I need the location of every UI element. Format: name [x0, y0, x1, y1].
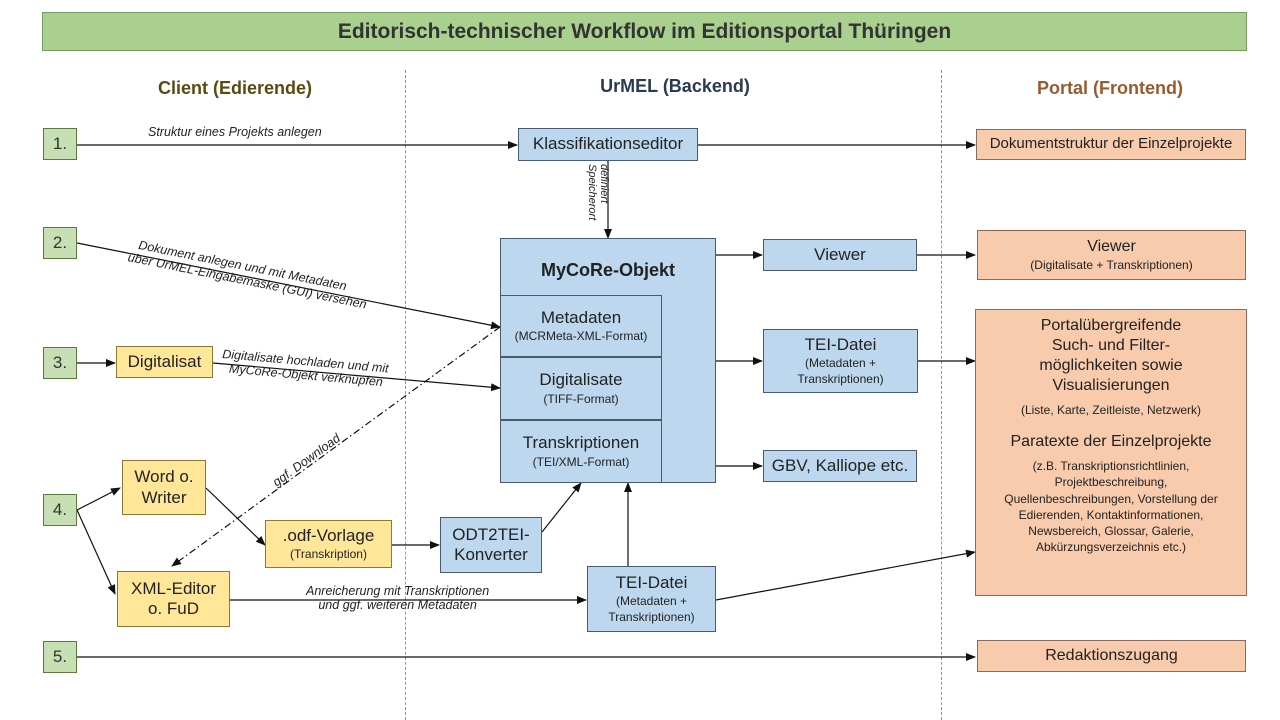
odt2tei-line2: Konverter [454, 545, 528, 564]
label-anreicherung-line1: Anreicherung mit Transkriptionen [306, 584, 490, 598]
tei-datei-sub2: Transkriptionen) [797, 372, 884, 387]
digitalisat-box: Digitalisat [116, 346, 213, 378]
step-1: 1. [43, 128, 77, 160]
word-writer-line2: Writer [141, 487, 187, 507]
step-4: 4. [43, 494, 77, 526]
paratexte-line4: Edierenden, Kontaktinformationen, [1018, 507, 1204, 522]
xml-editor-box: XML-Editor o. FuD [117, 571, 230, 627]
xml-editor-line1: XML-Editor [130, 578, 217, 598]
paratexte-title: Paratexte der Einzelprojekte [1010, 433, 1212, 451]
mycore-objekt-title: MyCoRe-Objekt [540, 260, 675, 280]
odf-vorlage-title: .odf-Vorlage [282, 525, 375, 545]
viewer-portal-sub: (Digitalisate + Transkriptionen) [1030, 257, 1193, 272]
label-anreicherung-line2: und ggf. weiteren Metadaten [318, 598, 477, 612]
digitalisate-sub: (TIFF-Format) [543, 391, 619, 406]
odf-vorlage-box: .odf-Vorlage (Transkription) [265, 520, 392, 568]
tei-datei-sub1: (Metadaten + [804, 356, 877, 370]
klassifikationseditor-box: Klassifikationseditor [518, 128, 698, 161]
word-writer-line1: Word o. [134, 467, 194, 487]
tei-datei-2-sub2: Transkriptionen) [608, 610, 695, 625]
tei-datei-2-title: TEI-Datei [615, 572, 688, 592]
portal-line1: Portalübergreifende [1040, 317, 1182, 334]
transkriptionen-box: Transkriptionen (TEI/XML-Format) [500, 420, 662, 483]
viewer-portal-box: Viewer (Digitalisate + Transkriptionen) [977, 230, 1246, 280]
digitalisate-box: Digitalisate (TIFF-Format) [500, 357, 662, 420]
paratexte-line1: (z.B. Transkriptionsrichtlinien, [1032, 459, 1190, 474]
portal-features-box: Portalübergreifende Such- und Filter- mö… [975, 309, 1247, 596]
step-2: 2. [43, 227, 77, 259]
odf-vorlage-sub: (Transkription) [290, 547, 367, 562]
column-header-client: Client (Edierende) [157, 78, 313, 98]
column-divider-right [941, 70, 942, 720]
xml-editor-line2: o. FuD [147, 599, 200, 618]
label-definiert-speicherort: definiert Speicherort [586, 164, 610, 220]
portal-line3: möglichkeiten sowie [1039, 357, 1183, 374]
step-5: 5. [43, 641, 77, 673]
digitalisate-title: Digitalisate [539, 370, 623, 390]
metadaten-sub: (MCRMeta-XML-Format) [514, 329, 648, 344]
digitalisat-label: Digitalisat [127, 351, 202, 371]
word-writer-box: Word o. Writer [122, 460, 206, 515]
viewer-backend-label: Viewer [814, 244, 866, 264]
gbv-kalliope-label: GBV, Kalliope etc. [771, 455, 909, 475]
column-header-portal: Portal (Frontend) [1037, 78, 1183, 98]
tei-datei-2-sub1: (Metadaten + [615, 594, 688, 608]
metadaten-title: Metadaten [540, 307, 622, 327]
tei-datei-box: TEI-Datei (Metadaten + Transkriptionen) [763, 329, 918, 393]
tei-datei-2-box: TEI-Datei (Metadaten + Transkriptionen) [587, 566, 716, 632]
paratexte-line3: Quellenbeschreibungen, Vorstellung der [1004, 491, 1218, 506]
metadaten-box: Metadaten (MCRMeta-XML-Format) [500, 295, 662, 357]
portal-sub: (Liste, Karte, Zeitleiste, Netzwerk) [1020, 403, 1202, 417]
portal-line2: Such- und Filter- [1051, 337, 1171, 354]
portal-line4: Visualisierungen [1052, 377, 1170, 394]
transkriptionen-title: Transkriptionen [522, 433, 640, 453]
transkriptionen-sub: (TEI/XML-Format) [532, 454, 630, 469]
odt2tei-line1: ODT2TEI- [452, 524, 530, 544]
label-struktur: Struktur eines Projekts anlegen [148, 125, 322, 139]
column-divider-left [405, 70, 406, 720]
label-speicherort-text: Speicherort [586, 164, 598, 221]
paratexte-line5: Newsbereich, Glossar, Galerie, [1028, 523, 1194, 538]
gbv-kalliope-box: GBV, Kalliope etc. [763, 450, 917, 482]
step-3: 3. [43, 347, 77, 379]
paratexte-line6: Abkürzungsverzeichnis etc.) [1035, 540, 1187, 555]
paratexte-line2: Projektbeschreibung, [1054, 475, 1168, 490]
klassifikationseditor-label: Klassifikationseditor [532, 134, 684, 154]
odt2tei-konverter-box: ODT2TEI- Konverter [440, 517, 542, 573]
column-header-urmel: UrMEL (Backend) [600, 76, 750, 96]
dokumentstruktur-box: Dokumentstruktur der Einzelprojekte [976, 129, 1246, 160]
tei-datei-title: TEI-Datei [804, 334, 877, 354]
viewer-backend-box: Viewer [763, 239, 917, 271]
label-anreicherung: Anreicherung mit Transkriptionen und ggf… [306, 584, 489, 612]
diagram-title: Editorisch-technischer Workflow im Editi… [42, 12, 1247, 51]
dokumentstruktur-label: Dokumentstruktur der Einzelprojekte [989, 135, 1233, 153]
label-definiert-text: definiert [598, 164, 610, 204]
redaktionszugang-label: Redaktionszugang [1045, 647, 1178, 664]
redaktionszugang-box: Redaktionszugang [977, 640, 1246, 672]
viewer-portal-title: Viewer [1087, 237, 1136, 255]
